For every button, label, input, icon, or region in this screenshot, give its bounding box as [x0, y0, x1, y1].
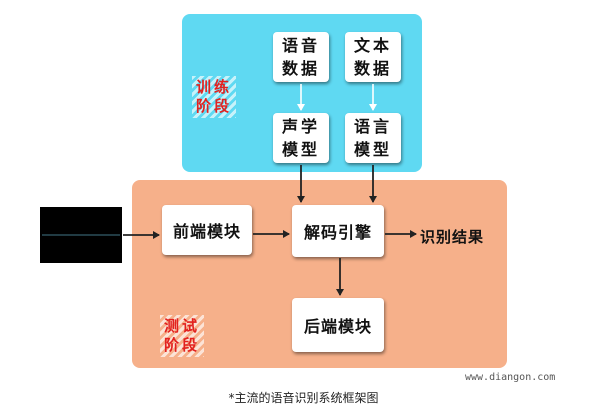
- language-model-node: 语言 模型: [345, 113, 401, 163]
- audio-waveform-image: [40, 207, 122, 263]
- backend-module-node: 后端模块: [292, 298, 384, 352]
- speech-data-node: 语音 数据: [273, 32, 329, 82]
- text-data-node: 文本 数据: [345, 32, 401, 82]
- frontend-module-node: 前端模块: [162, 205, 252, 255]
- acoustic-model-node: 声学 模型: [273, 113, 329, 163]
- decoder-engine-node: 解码引擎: [292, 205, 384, 257]
- waveform-icon: [42, 213, 120, 257]
- figure-caption: *主流的语音识别系统框架图: [228, 391, 379, 405]
- recognition-result-label: 识别结果: [420, 228, 485, 246]
- watermark-text: www.diangon.com: [465, 372, 556, 383]
- training-phase-label: 训练 阶段: [192, 76, 237, 118]
- testing-phase-label: 测试 阶段: [160, 315, 205, 357]
